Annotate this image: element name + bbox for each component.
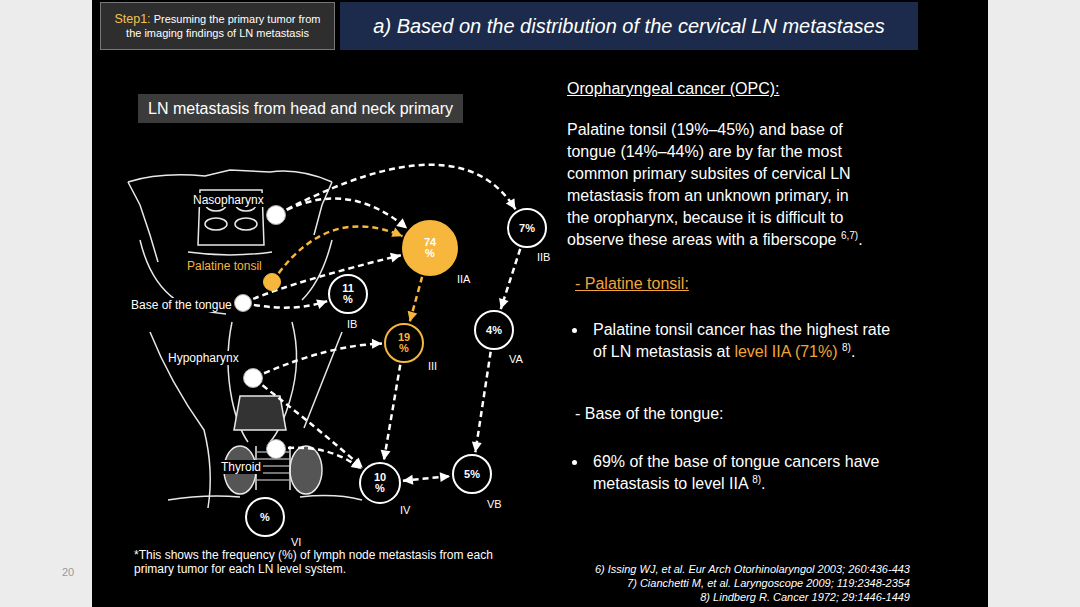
ln-level-circle: 10 %IV <box>359 462 401 504</box>
ln-level-circle: 5%VB <box>452 454 492 494</box>
period: . <box>761 475 765 492</box>
arrowhead <box>403 475 413 485</box>
paragraph-text: 69% of the base of tongue cancers have m… <box>593 453 879 492</box>
dashed-arrow <box>288 448 362 469</box>
ln-level-circle: 74 %IIA <box>402 220 458 276</box>
arrowhead <box>472 442 482 453</box>
primary-site-dot: Hypopharynx <box>243 368 263 388</box>
dashed-line <box>288 448 362 469</box>
arrowhead <box>408 311 418 322</box>
period: . <box>858 231 862 248</box>
arrowhead <box>390 253 401 263</box>
site-name: Base of the tongue <box>129 298 234 312</box>
ln-level-circle: 7%IIB <box>507 208 547 248</box>
dashed-line <box>475 352 490 453</box>
references: 6) Issing WJ, et al. Eur Arch Otorhinola… <box>560 562 910 604</box>
dashed-arrow <box>499 249 520 309</box>
period: . <box>851 343 855 360</box>
dashed-arrow <box>264 339 382 373</box>
percentage-value: 5% <box>463 469 482 480</box>
bullet <box>572 328 577 333</box>
ln-level-circle: 4%VA <box>474 310 514 350</box>
dashed-line <box>384 365 400 461</box>
dashed-line <box>279 226 403 273</box>
level-name: IB <box>345 318 359 331</box>
arrowhead <box>351 459 362 469</box>
slide-title: a) Based on the distribution of the cerv… <box>373 15 884 38</box>
dashed-arrow <box>472 352 491 453</box>
paragraph: Palatine tonsil (19%–45%) and base of to… <box>567 119 872 251</box>
bullet-text: 69% of the base of tongue cancers have m… <box>593 451 893 495</box>
footnote: *This shows the frequency (%) of lymph n… <box>134 548 534 576</box>
primary-site-dot: Base of the tongue <box>234 294 252 312</box>
dashed-line <box>287 165 516 210</box>
site-name: Nasopharynx <box>191 193 266 207</box>
dashed-line <box>264 344 382 374</box>
dashed-arrow <box>403 472 450 485</box>
step-number: Step1: <box>114 12 150 26</box>
ln-level-circle: 19 %III <box>384 323 424 363</box>
page-number: 20 <box>62 566 74 578</box>
dashed-arrow <box>287 198 407 228</box>
site-name: Palatine tonsil <box>185 259 264 273</box>
dashed-arrow <box>262 385 362 467</box>
arrowhead <box>440 472 450 482</box>
level-name: III <box>426 360 439 373</box>
dashed-line <box>254 301 327 308</box>
reference-mark: 8) <box>752 474 761 485</box>
reference: 7) Cianchetti M, et al. Laryngoscope 200… <box>560 576 910 590</box>
dashed-arrow <box>287 165 516 210</box>
level-name: VB <box>485 498 504 511</box>
bullet-text: Palatine tonsil cancer has the highest r… <box>593 319 893 363</box>
dashed-arrow <box>408 277 422 322</box>
step-text: Step1: Presuming the primary tumor from … <box>107 12 328 40</box>
dashed-arrow <box>279 226 403 273</box>
step-description: Presuming the primary tumor from the ima… <box>126 13 320 39</box>
percentage-value: 74 % <box>421 237 440 259</box>
arrowhead <box>391 228 402 237</box>
ln-level-circle: %VI <box>245 497 285 537</box>
arrowhead <box>506 198 516 209</box>
primary-site-dot: Thyroid <box>266 439 286 459</box>
section-heading: Oropharyngeal cancer (OPC): <box>567 78 907 100</box>
dashed-line <box>287 198 407 228</box>
ln-level-circle: 11 %IB <box>328 274 368 314</box>
arrowhead <box>372 339 382 349</box>
percentage-value: 11 % <box>339 283 358 305</box>
primary-site-dot: Palatine tonsil <box>263 273 281 291</box>
percentage-value: 10 % <box>371 472 390 494</box>
level-name: IIB <box>535 251 552 264</box>
bullet <box>572 460 577 465</box>
reference-mark: 6,7) <box>841 230 858 241</box>
reference: 8) Lindberg R. Cancer 1972; 29:1446-1449 <box>560 590 910 604</box>
dashed-arrow <box>254 300 327 309</box>
step-box: Step1: Presuming the primary tumor from … <box>100 2 335 50</box>
site-name: Thyroid <box>219 460 263 474</box>
subheading: - Palatine tonsil: <box>575 273 875 295</box>
paragraph-text: Palatine tonsil (19%–45%) and base of to… <box>567 121 851 248</box>
arrowhead <box>396 218 407 228</box>
reference: 6) Issing WJ, et al. Eur Arch Otorhinola… <box>560 562 910 576</box>
arrowhead <box>381 450 391 461</box>
level-name: IIA <box>455 273 472 286</box>
subheading: - Base of the tongue: <box>575 403 875 425</box>
level-name: VI <box>289 536 303 549</box>
percentage-value: 4% <box>485 325 504 336</box>
reference-mark: 8) <box>842 342 851 353</box>
section-label: LN metastasis from head and neck primary <box>138 94 463 123</box>
highlight-text: level IIA (71%) <box>734 343 837 360</box>
percentage-value: 19 % <box>395 332 414 354</box>
site-name: Hypopharynx <box>166 351 241 365</box>
primary-site-dot: Nasopharynx <box>266 205 286 225</box>
percentage-value: 7% <box>518 223 537 234</box>
percentage-value: % <box>256 512 275 523</box>
arrowhead <box>499 298 509 309</box>
level-name: VA <box>507 353 525 366</box>
title-band: a) Based on the distribution of the cerv… <box>340 2 918 50</box>
level-name: IV <box>398 504 412 517</box>
dashed-line <box>262 385 362 467</box>
dashed-arrow <box>381 365 401 461</box>
arrowhead <box>316 300 327 309</box>
